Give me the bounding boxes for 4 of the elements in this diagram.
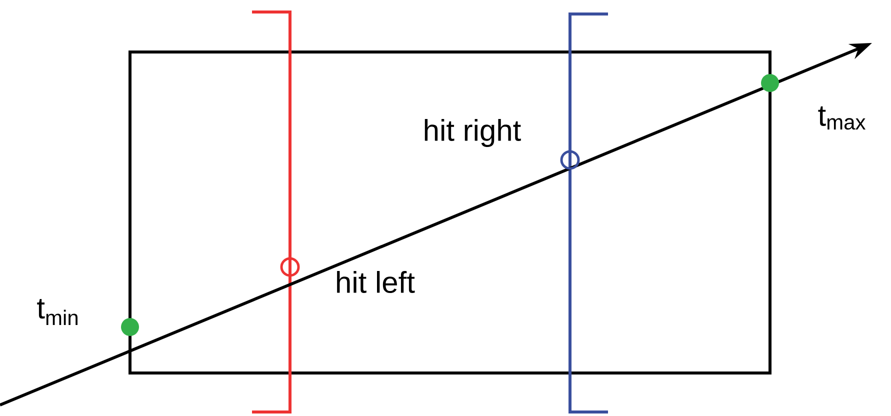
point-label: t$_{max}$	[818, 106, 866, 130]
hit-label: hit right	[424, 119, 521, 147]
hit-label: hit left	[337, 270, 415, 294]
point-label: t$_{min}$	[37, 298, 78, 326]
